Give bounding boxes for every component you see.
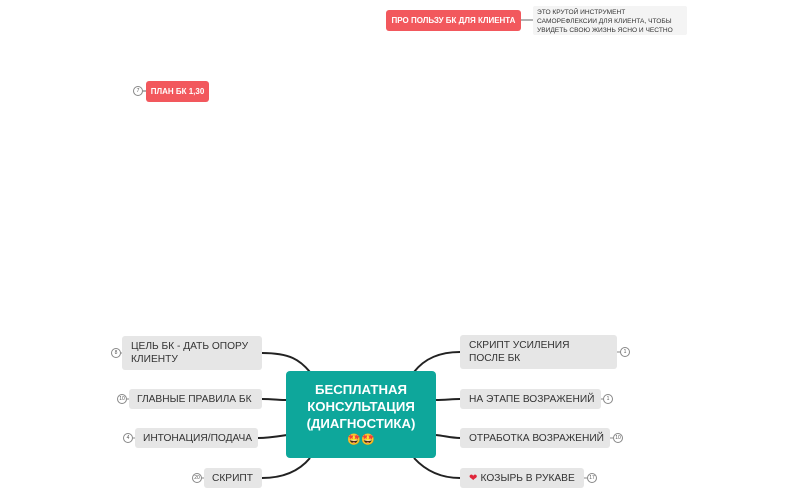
branch-main-rules-count[interactable]: 10 bbox=[117, 394, 127, 404]
branch-script[interactable]: СКРИПТ bbox=[204, 468, 262, 488]
branch-objections-stage-label: НА ЭТАПЕ ВОЗРАЖЕНИЙ bbox=[469, 393, 595, 405]
plan-topic-label: ПЛАН БК 1,30 bbox=[150, 87, 205, 96]
branch-objection-handling-label: ОТРАБОТКА ВОЗРАЖЕНИЙ bbox=[469, 432, 604, 444]
branch-amplify-script-label: СКРИПТ УСИЛЕНИЯ ПОСЛЕ БК bbox=[469, 340, 570, 364]
benefit-topic-label: ПРО ПОЛЬЗУ БК ДЛЯ КЛИЕНТА bbox=[391, 16, 516, 25]
branch-intonation-count[interactable]: 4 bbox=[123, 433, 133, 443]
branch-amplify-script-count[interactable]: 1 bbox=[620, 347, 630, 357]
plan-topic[interactable]: ПЛАН БК 1,30 bbox=[146, 81, 209, 102]
benefit-note[interactable]: ЭТО КРУТОЙ ИНСТРУМЕНТ САМОРЕФЛЕКСИИ ДЛЯ … bbox=[533, 6, 687, 35]
branch-main-rules-label: ГЛАВНЫЕ ПРАВИЛА БК bbox=[137, 393, 252, 405]
branch-objection-handling-count[interactable]: 10 bbox=[613, 433, 623, 443]
branch-ace-up-sleeve-label: КОЗЫРЬ В РУКАВЕ bbox=[480, 472, 575, 484]
branch-intonation[interactable]: ИНТОНАЦИЯ/ПОДАЧА bbox=[135, 428, 258, 448]
branch-objection-handling[interactable]: ОТРАБОТКА ВОЗРАЖЕНИЙ bbox=[460, 428, 610, 448]
branch-main-rules[interactable]: ГЛАВНЫЕ ПРАВИЛА БК bbox=[129, 389, 262, 409]
branch-script-label: СКРИПТ bbox=[212, 472, 253, 484]
heart-icon: ❤ bbox=[469, 472, 478, 484]
branch-goal-label: ЦЕЛЬ БК - ДАТЬ ОПОРУ КЛИЕНТУ bbox=[131, 341, 249, 365]
branch-goal[interactable]: ЦЕЛЬ БК - ДАТЬ ОПОРУ КЛИЕНТУ bbox=[122, 336, 262, 370]
benefit-topic[interactable]: ПРО ПОЛЬЗУ БК ДЛЯ КЛИЕНТА bbox=[386, 10, 521, 31]
branch-goal-count[interactable]: 8 bbox=[111, 348, 121, 358]
branch-objections-stage-count[interactable]: 1 bbox=[603, 394, 613, 404]
branch-ace-up-sleeve-count[interactable]: 17 bbox=[587, 473, 597, 483]
central-topic-title: БЕСПЛАТНАЯ КОНСУЛЬТАЦИЯ (ДИАГНОСТИКА) bbox=[306, 381, 416, 431]
branch-script-count[interactable]: 20 bbox=[192, 473, 202, 483]
central-topic-emoji: 🤩🤩 bbox=[347, 433, 375, 446]
branch-ace-up-sleeve[interactable]: ❤ КОЗЫРЬ В РУКАВЕ bbox=[460, 468, 584, 488]
branch-intonation-label: ИНТОНАЦИЯ/ПОДАЧА bbox=[143, 432, 253, 444]
benefit-note-text: ЭТО КРУТОЙ ИНСТРУМЕНТ САМОРЕФЛЕКСИИ ДЛЯ … bbox=[537, 9, 673, 34]
central-topic[interactable]: БЕСПЛАТНАЯ КОНСУЛЬТАЦИЯ (ДИАГНОСТИКА) 🤩🤩 bbox=[286, 371, 436, 458]
branch-amplify-script[interactable]: СКРИПТ УСИЛЕНИЯ ПОСЛЕ БК bbox=[460, 335, 617, 369]
plan-collapse-count[interactable]: 7 bbox=[133, 86, 143, 96]
branch-objections-stage[interactable]: НА ЭТАПЕ ВОЗРАЖЕНИЙ bbox=[460, 389, 601, 409]
